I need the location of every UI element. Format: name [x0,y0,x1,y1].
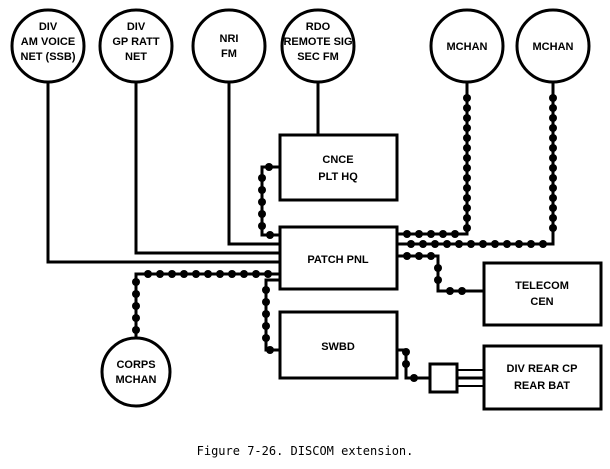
node-div-am-voice: DIV AM VOICE NET (SSB) [10,8,86,84]
cable-beads [132,94,557,382]
node-label-line: SEC FM [297,51,339,63]
node-cnce-plt-hq: CNCE PLT HQ [278,133,399,202]
node-label-line: REAR BAT [514,380,570,392]
node-telecom-cen: TELECOM CEN [482,261,603,327]
node-label-line: CEN [530,296,553,308]
node-label-line: TELECOM [515,280,569,292]
node-patch-pnl: PATCH PNL [278,225,399,291]
node-label-line: GP RATT [112,36,160,48]
node-rdo-remote-sig: RDO REMOTE SIG SEC FM [280,8,356,84]
node-label-line: NET (SSB) [21,51,76,63]
node-label-line: DIV [39,21,58,33]
node-label-line: PLT HQ [318,171,358,183]
node-label-line: RDO [306,21,331,33]
wire-nri-to-patch [227,80,282,246]
node-mchan-1: MCHAN [429,8,505,84]
node-label-line: SWBD [321,341,355,353]
node-label-line: PATCH PNL [307,254,369,266]
node-label-line: NET [125,51,147,63]
wire-gp-ratt-to-patch [134,80,282,255]
node-div-gp-ratt: DIV GP RATT NET [98,8,174,84]
node-swbd: SWBD [278,310,399,380]
node-corps-mchan: CORPS MCHAN [100,336,172,408]
cable-swbd-to-coupler [397,348,430,380]
node-label-line: NRI [220,33,239,45]
node-label-line: CORPS [116,359,155,371]
node-label-line: MCHAN [533,41,574,53]
solid-wires [46,80,320,264]
node-label-line: REMOTE SIG [283,36,352,48]
node-label-line: FM [221,48,237,60]
node-div-rear-cp: DIV REAR CP REAR BAT [482,344,603,411]
cable-patch-to-telecom [397,254,484,293]
node-label-line: MCHAN [116,374,157,386]
node-label-line: DIV REAR CP [507,363,578,375]
node-label-line: AM VOICE [21,36,75,48]
cable-mchan1-to-patch [397,82,469,236]
wire-am-voice-to-patch [46,80,282,264]
cable-corps-to-patch [134,272,280,340]
node-label-line: CNCE [322,154,353,166]
node-mchan-2: MCHAN [515,8,591,84]
node-nri-fm: NRI FM [191,8,267,84]
figure-caption: Figure 7-26. DISCOM extension. [196,444,414,458]
coupler-box [428,362,484,394]
node-label-line: DIV [127,21,146,33]
cable-mchan2-to-patch [397,82,555,246]
node-label-line: MCHAN [447,41,488,53]
